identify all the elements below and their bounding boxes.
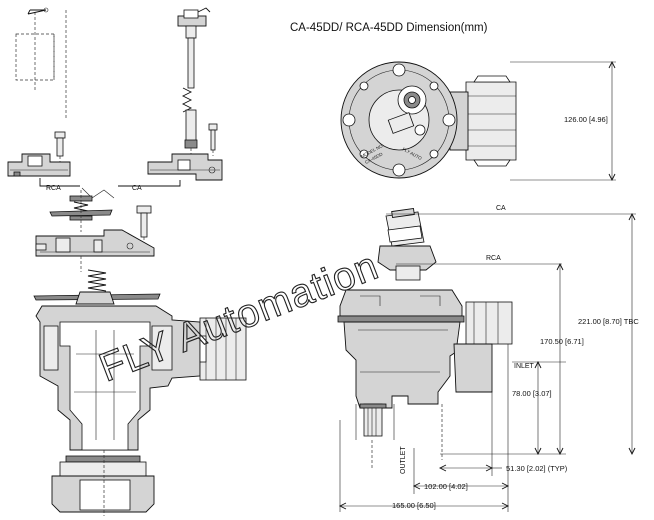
dim-126: 126.00 [4.96] [564,60,616,182]
label-rca-mid: RCA [486,255,501,262]
armature-assembly [177,7,211,160]
pin-part [27,9,47,15]
dim-78-label: 78.00 [3.07] [512,389,552,398]
exploded-view: RCA CA [7,7,247,516]
dim-102-label: 102.00 [4.02] [424,482,468,491]
pilot-block-rca [7,153,71,177]
inlet-nut [199,317,247,381]
label-inlet: INLET [514,363,535,370]
label-ca-small: CA [132,185,142,192]
dim-170-label: 170.50 [6.71] [540,337,584,346]
drawing-title: CA-45DD/ RCA-45DD Dimension(mm) [290,22,488,34]
dim-165-label: 165.00 [6.50] [392,501,436,510]
top-view: MODEL NO. FLY AUTO CA-45DD [340,61,616,181]
diaphragm-spring-top [49,190,113,232]
dim-221-label: 221.00 [8.70] TBC [578,317,639,326]
dim-126-label: 126.00 [4.96] [564,115,608,124]
dim-51-label: 51.30 [2.02] (TYP) [506,464,568,473]
front-dims: CA RCA INLET 221.00 [8.70] TBC 170.50 [6… [338,205,639,512]
label-outlet: OUTLET [400,446,407,474]
cover-plate [35,229,155,272]
screw-part [208,123,218,156]
pilot-block-ca [147,153,223,181]
screw-left [54,131,66,162]
valve-body-section [35,305,201,451]
front-view [337,207,513,440]
label-ca-top: CA [496,205,506,212]
main-spring [33,269,161,305]
bolt-part [136,205,152,244]
label-rca-small: RCA [46,185,61,192]
outlet-parts [51,450,155,516]
